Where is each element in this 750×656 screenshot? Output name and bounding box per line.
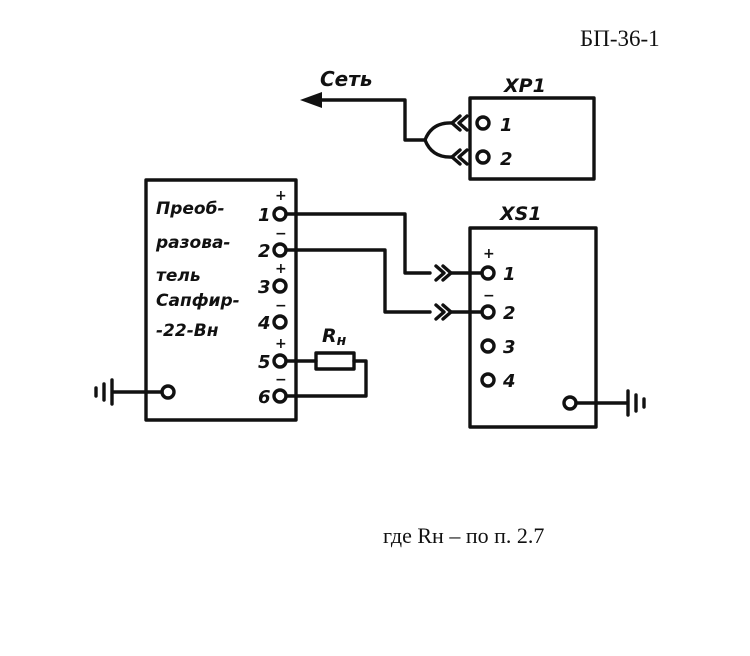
footnote: где Rн – по п. 2.7 [383,523,544,548]
xp1-plug-wire-1 [423,121,454,142]
xs1-pin-1-label: 1 [503,264,516,285]
xs1-pin-2-circle [480,304,496,320]
converter-name-line-4: Сапфир- [156,291,240,311]
converter-terminal-4-circle [272,314,288,330]
xs1-pin-2-label: 2 [503,303,516,324]
converter-terminal-2-circle [272,242,288,258]
converter-terminal-2-label: 2 [258,241,271,262]
xs1-pin-3-circle [480,338,496,354]
resistor-label: Rн [322,325,347,349]
xp1-pin-2-label: 2 [500,149,513,170]
converter-terminal-3-label: 3 [258,277,271,298]
doc-code: БП-36-1 [580,26,660,51]
converter-polarity-6: − [275,372,287,388]
converter-polarity-2: − [275,226,287,242]
wire-1-to-xs1-1 [284,212,432,275]
xs1-pin-4-circle [480,372,496,388]
xp1-box [468,96,596,181]
converter-terminal-3-circle [272,278,288,294]
xs1-ground-terminal [562,395,578,411]
network-arrow-icon [300,92,322,108]
converter-polarity-1: + [275,188,287,204]
xp1-plug-1-symbol [450,114,469,132]
xs1-label: XS1 [499,203,542,225]
converter-terminal-4-label: 4 [257,313,271,334]
xs1-polarity-2: − [483,288,495,304]
converter-terminal-1-label: 1 [258,205,271,226]
xp1-plug-2-symbol [450,148,469,166]
converter-name-line-5: -22-Вн [156,321,219,341]
converter-terminal-6-label: 6 [258,387,271,408]
ground-symbol-left [94,378,164,406]
xp1-pin-1-label: 1 [500,115,513,136]
xs1-pin-4-label: 4 [502,371,516,392]
xp1-label: XP1 [503,75,546,97]
xp1-pin-2-circle [475,149,491,165]
converter-terminal-5-label: 5 [258,352,271,373]
converter-terminal-1-circle [272,206,288,222]
xs1-pin-3-label: 3 [503,337,516,358]
converter-name-line-3: тель [156,266,201,286]
converter-polarity-3: + [275,261,287,277]
network-wire [316,98,427,142]
wire-2-to-xs1-2 [284,248,432,314]
resistor-return-wire [284,359,368,398]
xs1-socket-1-symbol [434,264,453,282]
converter-terminal-6-circle [272,388,288,404]
converter-name-line-2: разова- [155,233,230,253]
network-label: Сеть [320,67,372,91]
converter-polarity-5: + [275,336,287,352]
xp1-pin-1-circle [475,115,491,131]
xs1-pin-1-circle [480,265,496,281]
ground-symbol-right [574,389,646,417]
xs1-socket-leads [449,271,484,314]
converter-terminal-5-circle [272,353,288,369]
xs1-polarity-1: + [483,246,495,262]
xp1-plug-wire-2 [423,138,454,159]
xs1-socket-2-symbol [434,303,453,321]
xs1-box [468,226,598,429]
converter-name-line-1: Преоб- [156,199,225,219]
converter-box [144,178,298,422]
converter-polarity-4: − [275,298,287,314]
converter-ground-terminal [160,384,176,400]
resistor-rn [314,351,356,371]
